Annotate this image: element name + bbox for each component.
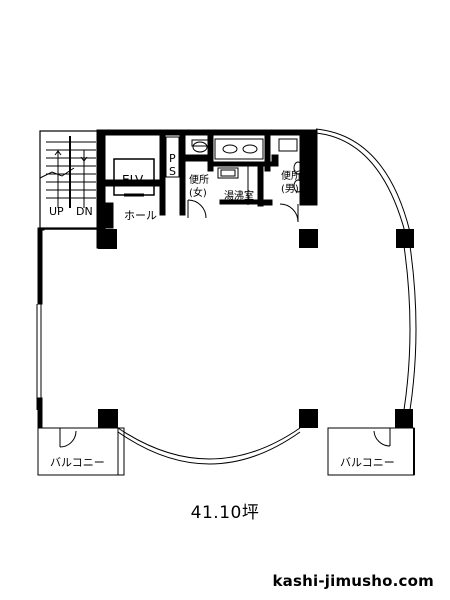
balcony-right [327, 427, 415, 476]
womens-toilet-label: 便所 [189, 173, 209, 186]
womens-toilet-label-2: (女) [189, 186, 207, 199]
stair-up-label: UP [49, 205, 64, 218]
hall-label: ホール [124, 209, 157, 222]
curved-wall-top [315, 128, 411, 233]
kitchenette [217, 167, 239, 179]
stair-down-label: DN [76, 205, 93, 218]
elevator-label: ELV [122, 173, 144, 187]
balcony-left [37, 427, 125, 476]
pipe-shaft [165, 136, 180, 178]
elevator [113, 158, 155, 197]
floor-area: 41.10坪 [190, 503, 260, 523]
mens-toilet-label-2: (男) [281, 183, 299, 195]
pipe-shaft-s: S [169, 165, 176, 178]
kitchenette-label: 湯沸室 [224, 189, 254, 202]
watermark: kashi-jimusho.com [272, 572, 434, 590]
left-wall [36, 227, 97, 429]
columns [98, 229, 414, 428]
stairwell [39, 130, 100, 229]
curved-wall-bottom [117, 427, 301, 465]
core-walls [96, 129, 318, 249]
pipe-shaft-p: P [169, 152, 176, 165]
balcony-left-label: バルコニー [50, 456, 105, 469]
womens-toilet [187, 139, 209, 219]
mens-toilet-label: 便所 [281, 169, 301, 182]
core-doors [111, 166, 249, 228]
right-wall [403, 245, 417, 411]
toilet-fixtures [214, 138, 303, 223]
balcony-right-label: バルコニー [340, 456, 395, 469]
